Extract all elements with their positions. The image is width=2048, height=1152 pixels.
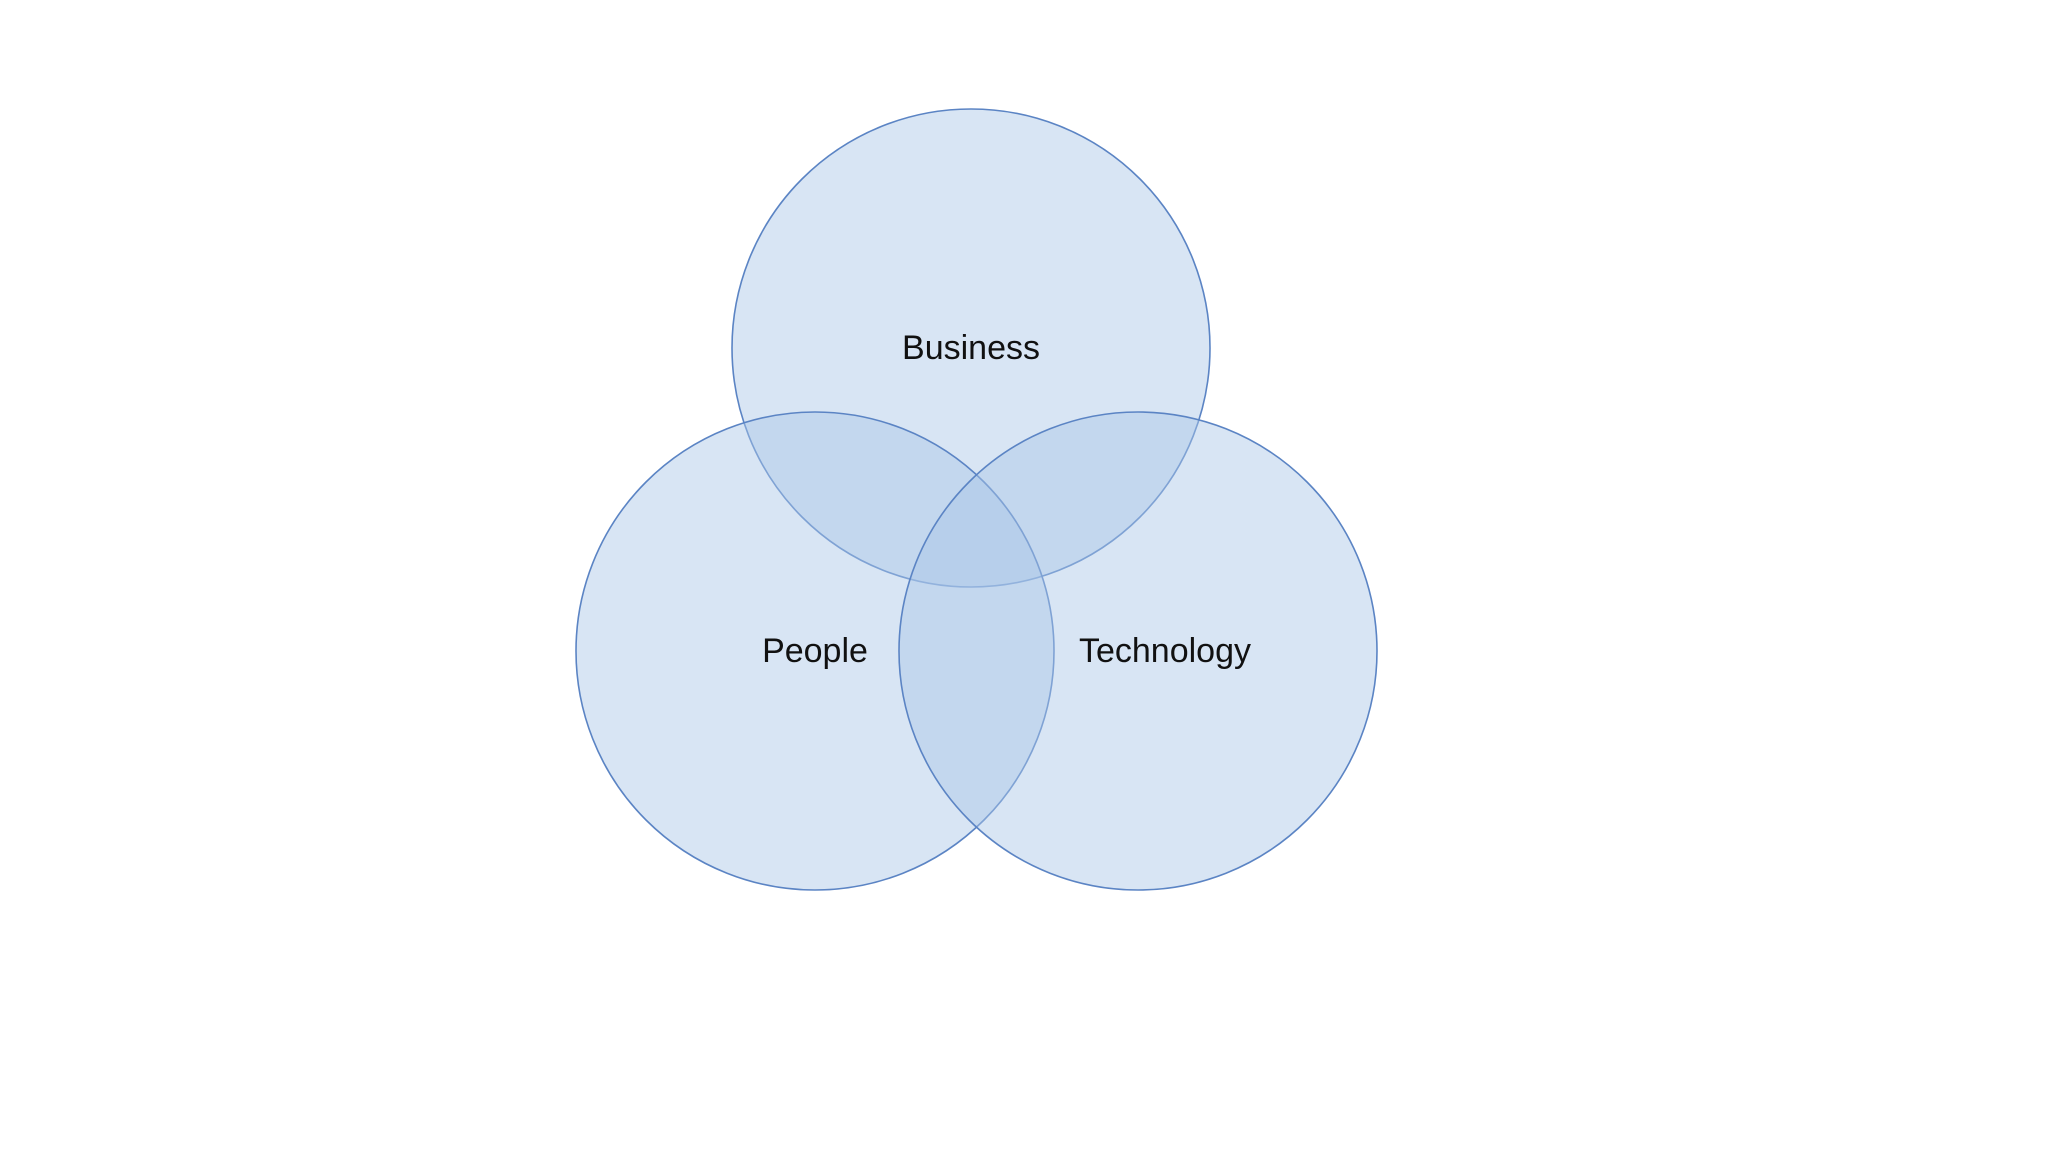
- technology-label: Technology: [1079, 632, 1251, 670]
- business-circle: [731, 108, 1211, 588]
- business-label: Business: [902, 329, 1040, 367]
- people-label: People: [762, 632, 868, 670]
- technology-circle: [898, 411, 1378, 891]
- people-circle: [575, 411, 1055, 891]
